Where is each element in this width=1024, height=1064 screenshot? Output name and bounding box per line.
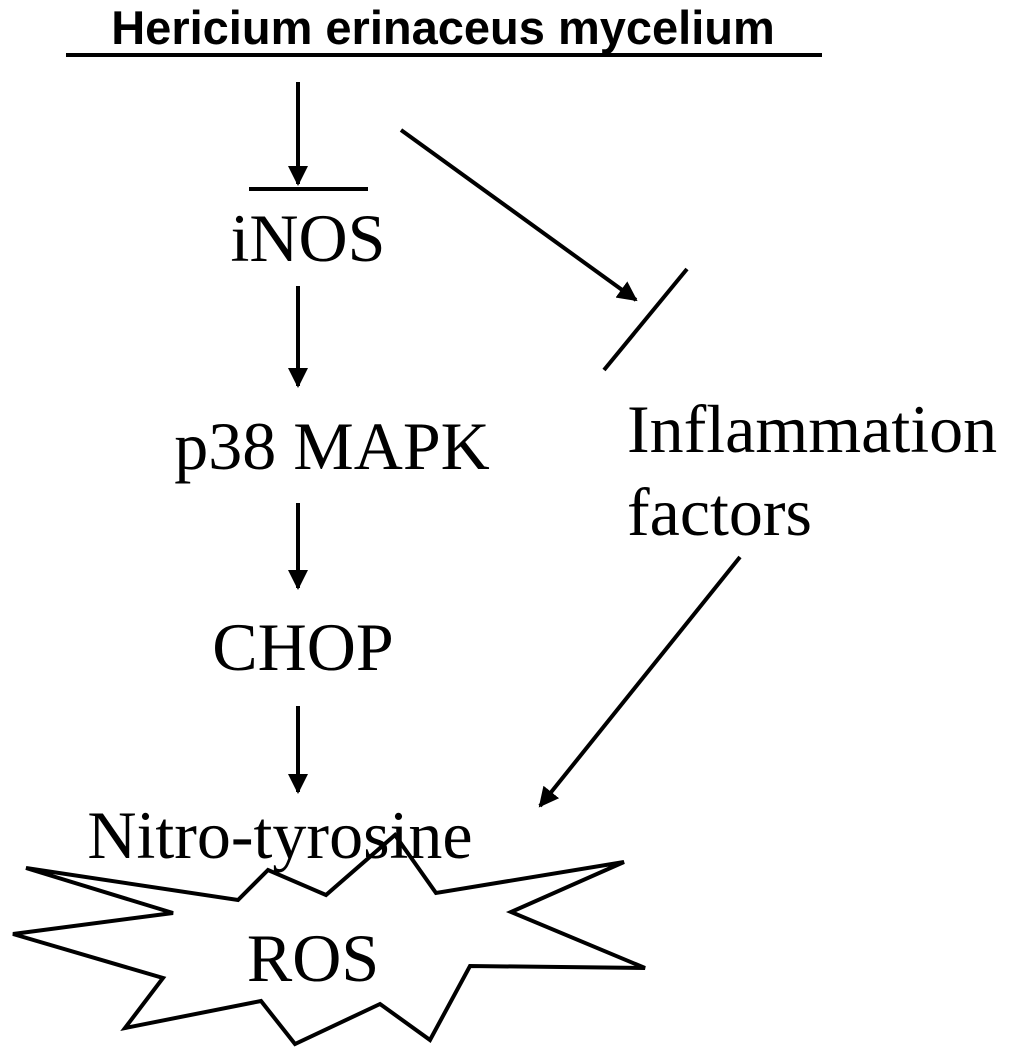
node-inflammation-line2: factors — [627, 474, 812, 550]
diagram-title: Hericium erinaceus mycelium — [111, 1, 775, 54]
arrow-inflammation-to-nitro — [538, 555, 742, 808]
inhibition-bar — [602, 267, 689, 372]
ros-starburst — [12, 832, 646, 1047]
node-ros: ROS — [247, 920, 379, 996]
node-chop: CHOP — [212, 609, 393, 685]
node-inos: iNOS — [231, 200, 386, 276]
node-p38-mapk: p38 MAPK — [174, 408, 490, 484]
arrow-title-to-inhibition — [399, 128, 638, 302]
node-inflammation-line1: Inflammation — [627, 391, 997, 467]
node-nitro-tyrosine: Nitro-tyrosine — [87, 797, 472, 873]
